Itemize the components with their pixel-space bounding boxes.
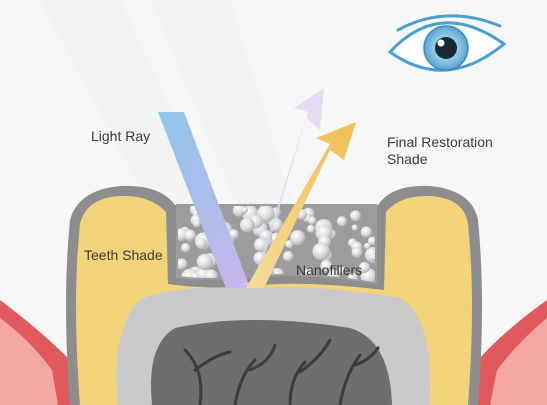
final-restoration-label-line2: Shade xyxy=(387,151,493,168)
nanofiller-particle xyxy=(352,225,358,231)
nanofiller-particle xyxy=(337,216,347,226)
nanofiller-particle xyxy=(240,218,255,233)
final-restoration-label-line1: Final Restoration xyxy=(387,134,493,151)
nanofiller-particle xyxy=(196,238,207,249)
nanofiller-particle xyxy=(193,220,201,228)
nanofiller-particle xyxy=(308,216,316,224)
eye-icon xyxy=(390,16,504,70)
nanofiller-particle xyxy=(307,225,315,233)
nanofiller-particle xyxy=(283,251,294,262)
nanofiller-particle xyxy=(241,207,248,214)
nanofiller-particle xyxy=(352,247,363,258)
nanofiller-particle xyxy=(181,243,190,252)
nanofiller-particle xyxy=(361,226,372,237)
nanofiller-particle xyxy=(364,243,370,249)
nanofillers-label: Nanofillers xyxy=(296,262,362,279)
nanofiller-particle xyxy=(290,230,305,245)
nanofiller-particle xyxy=(197,254,213,270)
nanofiller-particle xyxy=(350,210,361,221)
nanofiller-particle xyxy=(312,243,330,261)
light-ray-label: Light Ray xyxy=(91,128,150,145)
nanofiller-particle xyxy=(184,230,196,242)
teeth-shade-label: Teeth Shade xyxy=(84,247,163,264)
final-restoration-shade-label: Final Restoration Shade xyxy=(387,134,493,168)
